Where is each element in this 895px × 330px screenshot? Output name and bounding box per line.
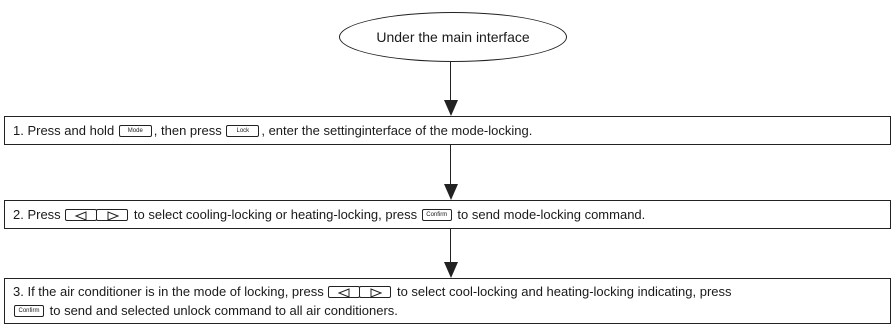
arrow-down-icon [444, 262, 458, 278]
right-arrow-key-icon [96, 208, 129, 221]
mode-key-icon: Mode [118, 124, 152, 137]
arrow-down-icon [444, 184, 458, 200]
confirm-key-icon: Confirm [14, 304, 44, 317]
left-arrow-key-icon [328, 285, 361, 298]
right-arrow-key-icon [359, 285, 392, 298]
left-arrow-key-icon [65, 208, 98, 221]
step-2-text-a: 2. Press [13, 207, 65, 222]
step-3-text-c: to send and selected unlock command to a… [46, 303, 398, 318]
step-1-text-c: , enter the settinginterface of the mode… [261, 123, 533, 138]
arrow-keys-group [65, 208, 129, 221]
start-node-label: Under the main interface [376, 29, 530, 45]
step-2-text-b: to select cooling-locking or heating-loc… [130, 207, 421, 222]
arrow-keys-group [328, 285, 392, 298]
step-3-text-a: 3. If the air conditioner is in the mode… [13, 284, 328, 299]
lock-key-icon: Lock [226, 124, 260, 137]
start-node: Under the main interface [339, 12, 567, 62]
step-1-box: 1. Press and hold Mode, then press Lock,… [4, 116, 891, 145]
connector-line [450, 229, 451, 262]
step-2-box: 2. Press to select cooling-locking or he… [4, 200, 891, 229]
step-2-text-c: to send mode-locking command. [453, 207, 646, 222]
confirm-key-icon: Confirm [421, 208, 452, 221]
arrow-down-icon [444, 100, 458, 116]
connector-line [450, 145, 451, 185]
step-3-line-2: Confirm to send and selected unlock comm… [13, 301, 882, 320]
step-1-text-a: 1. Press and hold [13, 123, 118, 138]
connector-line [450, 62, 451, 100]
step-3-text-b: to select cool-locking and heating-locki… [393, 284, 732, 299]
step-3-line-1: 3. If the air conditioner is in the mode… [13, 282, 882, 301]
step-1-text-b: , then press [153, 123, 226, 138]
step-3-box: 3. If the air conditioner is in the mode… [4, 278, 891, 324]
